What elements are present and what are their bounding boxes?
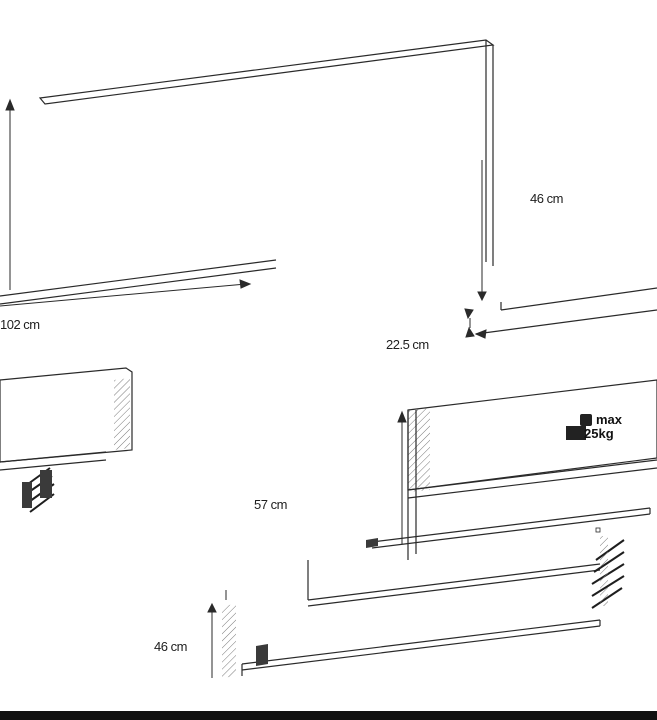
load-max-label: max [596, 412, 623, 427]
bottom-width-dimension [207, 410, 407, 678]
dim-top-height: 22.5 cm [386, 337, 429, 352]
bottom-bar [0, 711, 657, 720]
dim-bottom-width: 57 cm [254, 497, 287, 512]
left-mid-shelf [0, 367, 133, 471]
dim-top-width: 102 cm [0, 317, 40, 332]
weight-icon [566, 414, 592, 440]
top-height-dimension [464, 160, 487, 339]
right-lower-unit [241, 379, 657, 676]
screw-hole [595, 527, 601, 533]
left-bracket [22, 467, 55, 513]
dim-bottom-depth: 46 cm [154, 639, 187, 654]
right-bracket [591, 536, 625, 609]
right-upper-shelf [475, 287, 657, 335]
top-width-dimension [0, 98, 252, 307]
right-unit-hatching [222, 538, 378, 678]
upper-shelf [0, 39, 495, 305]
dim-top-depth: 46 cm [530, 191, 563, 206]
load-weight-label: 25kg [584, 426, 614, 441]
